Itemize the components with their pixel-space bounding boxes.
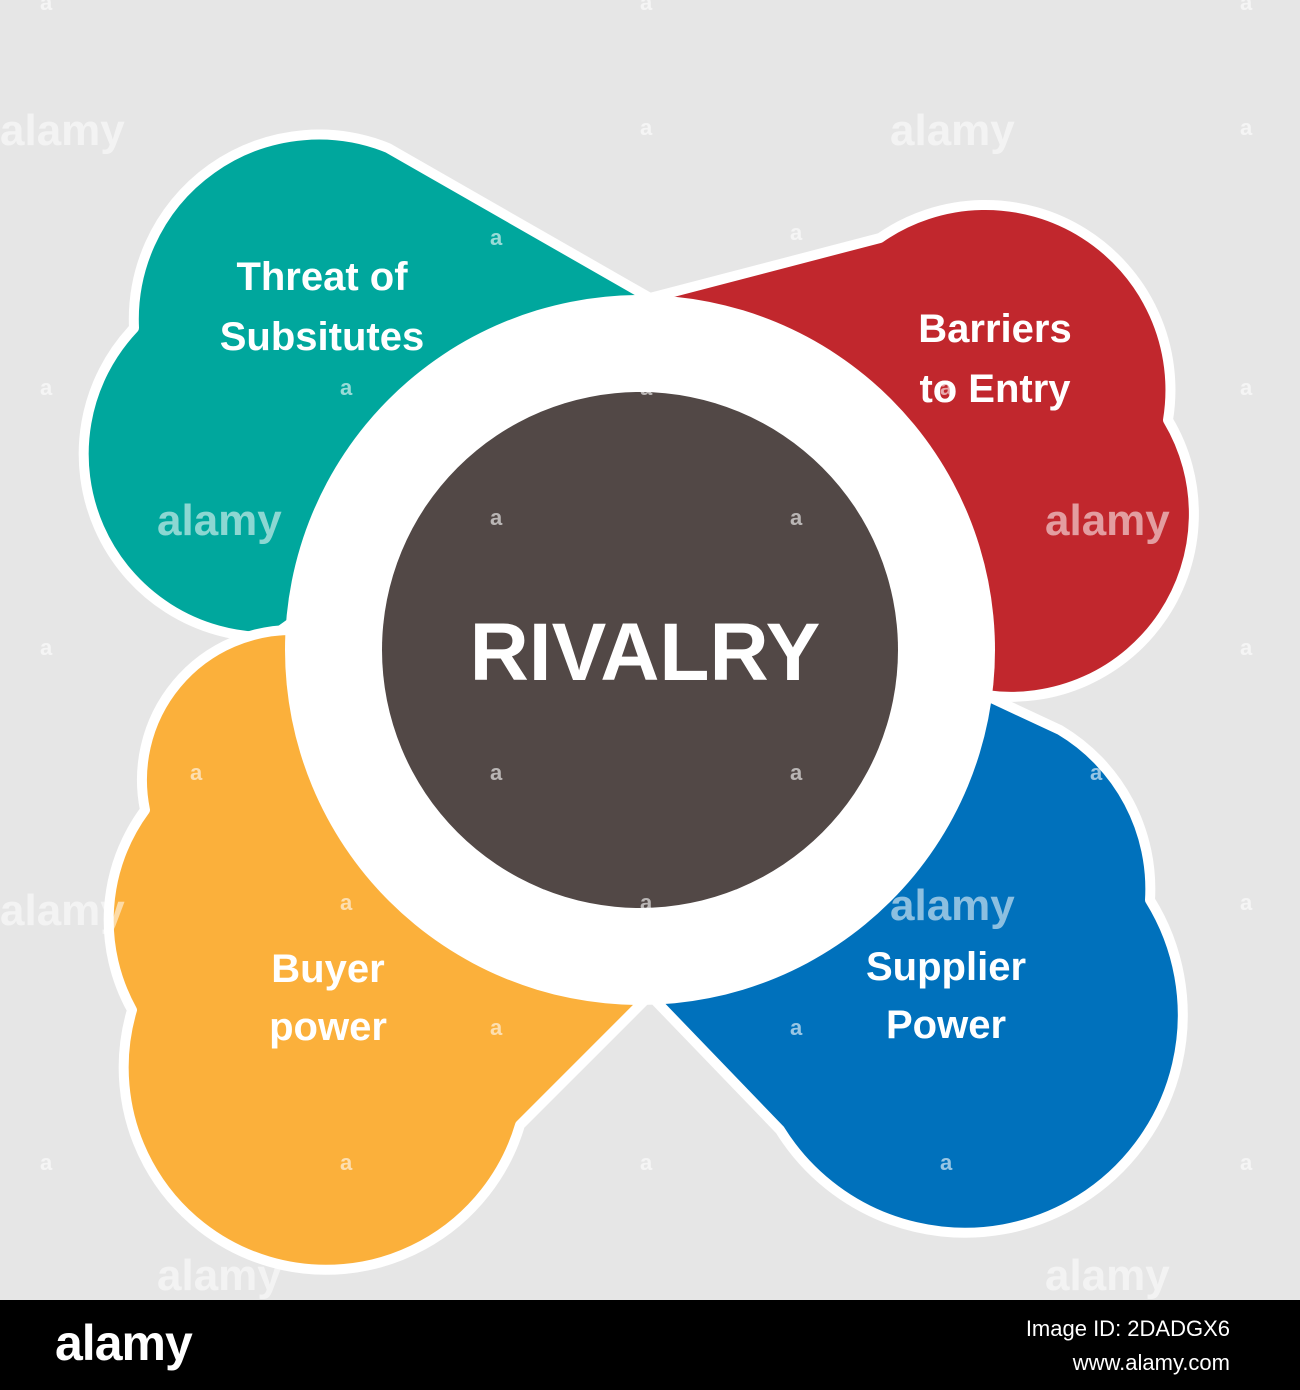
- watermark-mark: a: [1240, 115, 1253, 140]
- watermark-mark: a: [790, 505, 803, 530]
- watermark-mark: a: [1090, 760, 1103, 785]
- watermark-mark: a: [940, 1150, 953, 1175]
- watermark-mark: a: [490, 225, 503, 250]
- watermark-mark: a: [640, 115, 653, 140]
- watermark-text: alamy: [1045, 1251, 1170, 1300]
- watermark-mark: a: [340, 1150, 353, 1175]
- watermark-text: alamy: [0, 106, 125, 155]
- center-circle: [382, 392, 898, 908]
- watermark-mark: a: [40, 0, 53, 15]
- watermark-mark: a: [790, 220, 803, 245]
- watermark-mark: a: [790, 760, 803, 785]
- label-buyer-power-line1: Buyer: [271, 947, 384, 991]
- watermark-text: alamy: [1045, 496, 1170, 545]
- watermark-mark: a: [340, 890, 353, 915]
- label-barriers-to-entry-line2: to Entry: [919, 367, 1071, 411]
- watermark-text: alamy: [157, 496, 282, 545]
- watermark-mark: a: [490, 1015, 503, 1040]
- label-supplier-power-line1: Supplier: [866, 945, 1026, 989]
- watermark-mark: a: [490, 760, 503, 785]
- watermark-mark: a: [640, 1150, 653, 1175]
- label-threat-of-substitutes-line2: Subsitutes: [220, 315, 424, 359]
- image-id-text: Image ID: 2DADGX6: [1025, 1316, 1230, 1341]
- petal-threat-of-substitutes: [78, 129, 655, 643]
- watermark-mark: a: [790, 1015, 803, 1040]
- petal-buyer-power: [103, 624, 655, 1275]
- alamy-logo: alamy: [55, 1315, 193, 1371]
- watermark-text: alamy: [890, 881, 1015, 930]
- rivalry-diagram: alamy alamy alamy alamy alamy alamy alam…: [0, 0, 1253, 1300]
- stock-footer-bar: alamy Image ID: 2DADGX6 www.alamy.com: [0, 1300, 1300, 1390]
- label-threat-of-substitutes-line1: Threat of: [236, 255, 408, 299]
- watermark-mark: a: [640, 375, 653, 400]
- watermark-mark: a: [1240, 1150, 1253, 1175]
- site-url-text: www.alamy.com: [1072, 1350, 1230, 1375]
- watermark-mark: a: [190, 760, 203, 785]
- watermark-mark: a: [340, 375, 353, 400]
- petal-shape: [645, 690, 1188, 1238]
- petal-shape: [103, 624, 655, 1275]
- watermark-mark: a: [1240, 890, 1253, 915]
- watermark-mark: a: [40, 635, 53, 660]
- petal-supplier-power: [645, 690, 1188, 1238]
- label-supplier-power-line2: Power: [886, 1003, 1006, 1047]
- watermark-mark: a: [40, 1150, 53, 1175]
- watermark-text: alamy: [0, 886, 125, 935]
- watermark-layer: alamy alamy alamy alamy alamy alamy alam…: [0, 0, 1253, 1300]
- watermark-mark: a: [640, 890, 653, 915]
- watermark-mark: a: [640, 0, 653, 15]
- watermark-mark: a: [1240, 375, 1253, 400]
- watermark-mark: a: [490, 505, 503, 530]
- center-label-rivalry: RIVALRY: [470, 607, 821, 698]
- watermark-mark: a: [40, 375, 53, 400]
- watermark-text: alamy: [157, 1251, 282, 1300]
- label-buyer-power-line2: power: [269, 1005, 387, 1049]
- label-barriers-to-entry-line1: Barriers: [918, 307, 1071, 351]
- petal-shape: [78, 129, 655, 643]
- watermark-mark: a: [1240, 0, 1253, 15]
- watermark-text: alamy: [890, 106, 1015, 155]
- watermark-mark: a: [1240, 635, 1253, 660]
- watermark-mark: a: [940, 375, 953, 400]
- watermark-mark: a: [340, 635, 353, 660]
